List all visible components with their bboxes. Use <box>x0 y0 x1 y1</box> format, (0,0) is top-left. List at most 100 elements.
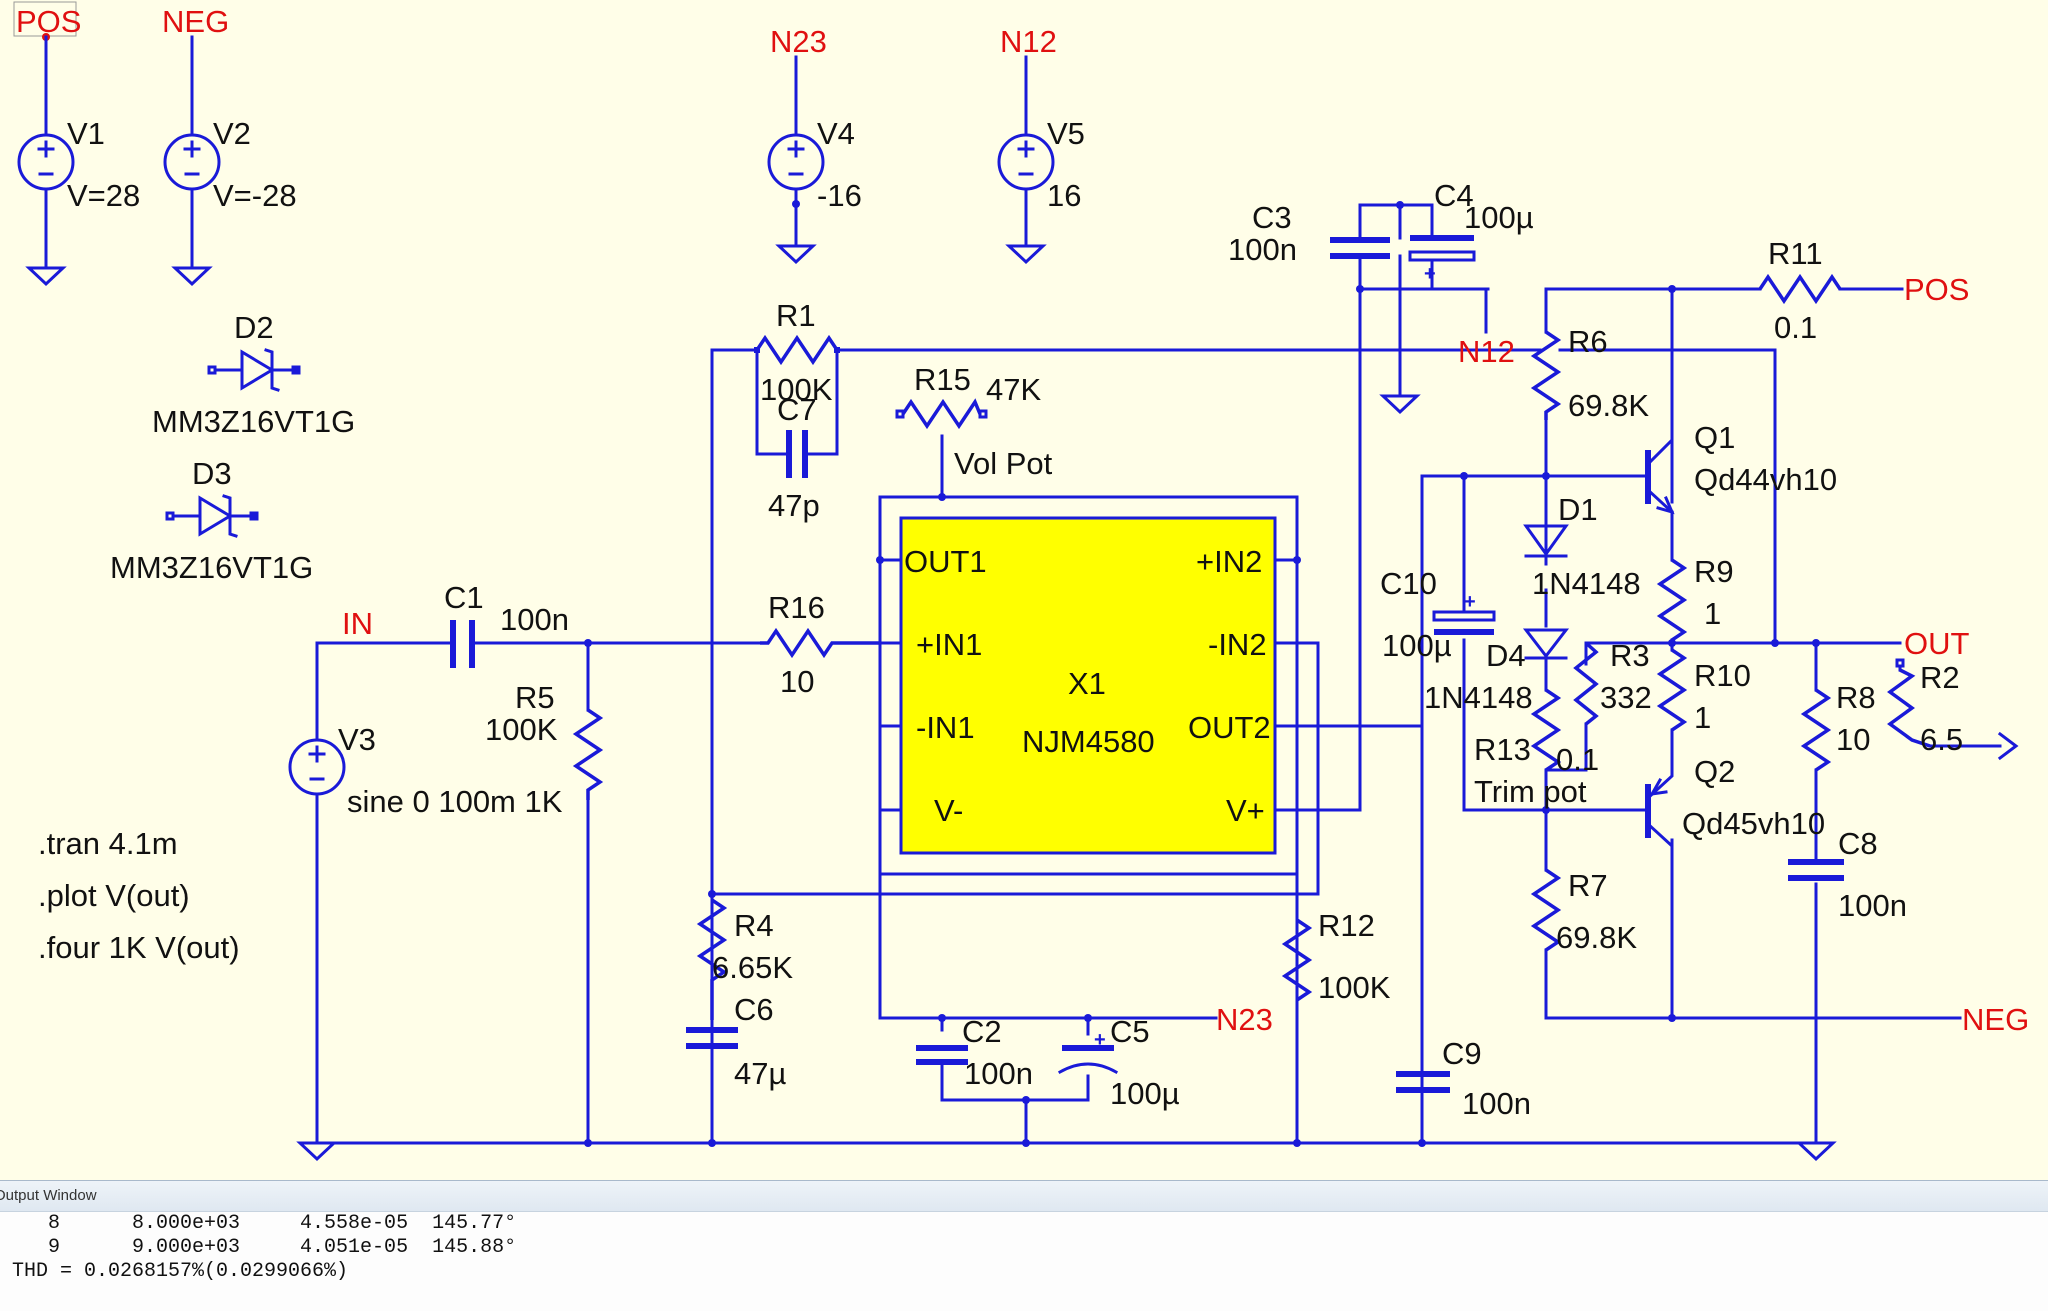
directive-four[interactable]: .four 1K V(out) <box>38 930 240 965</box>
r12-value: 100K <box>1318 970 1391 1005</box>
c1-capacitor[interactable]: C1 100n <box>444 580 569 668</box>
d4-diode[interactable]: D4 1N4148 <box>1424 628 1570 715</box>
x1-opamp[interactable]: OUT1 +IN1 -IN1 V- +IN2 -IN2 OUT2 V+ X1 N… <box>876 495 1424 876</box>
x1-value: NJM4580 <box>1022 724 1155 759</box>
r4-name: R4 <box>734 908 774 943</box>
svg-text:+: + <box>1424 263 1436 285</box>
v3-value: sine 0 100m 1K <box>347 784 563 819</box>
x1-pin-vneg: V- <box>934 793 963 828</box>
r3-resistor[interactable]: R3 332 <box>1573 638 1652 726</box>
net-label-neg: NEG <box>162 4 229 39</box>
q1-value: Qd44vh10 <box>1694 462 1837 497</box>
c3-name: C3 <box>1252 200 1292 235</box>
r11-resistor[interactable]: R11 0.1 <box>1758 236 1842 345</box>
r6-resistor[interactable]: R6 69.8K <box>1530 324 1649 423</box>
r6-name: R6 <box>1568 324 1608 359</box>
c2-c5-wiring <box>938 1014 1092 1145</box>
r13-name: R13 <box>1474 732 1531 767</box>
r5-name: R5 <box>515 680 555 715</box>
d1-name: D1 <box>1558 492 1598 527</box>
q2-value: Qd45vh10 <box>1682 806 1825 841</box>
r16-resistor[interactable]: R16 10 <box>760 590 880 699</box>
r2-name: R2 <box>1920 660 1960 695</box>
c5-capacitor[interactable]: + C5 100µ <box>1057 1014 1180 1111</box>
svg-text:+: + <box>1464 591 1476 613</box>
r5-value: 100K <box>485 712 558 747</box>
r15-name: R15 <box>914 362 971 397</box>
r12-resistor[interactable]: R12 100K <box>1281 908 1391 1005</box>
r7-value: 69.8K <box>1556 920 1637 955</box>
d1-value: 1N4148 <box>1532 566 1641 601</box>
r4-resistor[interactable]: R4 6.65K <box>696 898 793 1020</box>
r13-resistor[interactable]: R13 0.1 Trim pot <box>1474 688 1599 809</box>
r12-name: R12 <box>1318 908 1375 943</box>
r8-resistor[interactable]: R8 10 <box>1800 680 1876 772</box>
output-window[interactable]: Output Window 8 8.000e+03 4.558e-05 145.… <box>0 1180 2048 1311</box>
net-label-n23: N23 <box>1216 1002 1273 1037</box>
d1-diode[interactable]: D1 1N4148 <box>1523 492 1641 601</box>
output-line: 9 9.000e+03 4.051e-05 145.88° <box>12 1236 517 1259</box>
r7-name: R7 <box>1568 868 1608 903</box>
d4-value: 1N4148 <box>1424 680 1533 715</box>
directive-tran[interactable]: .tran 4.1m <box>38 826 178 861</box>
q2-transistor[interactable]: Q2 Qd45vh10 <box>1645 754 1825 850</box>
c6-capacitor[interactable]: C6 47µ <box>686 992 786 1091</box>
c3-c4-wiring <box>1356 201 1488 414</box>
net-label-in: IN <box>342 606 373 641</box>
c7-capacitor[interactable]: C7 47p <box>755 348 839 523</box>
r9-value: 1 <box>1704 596 1721 631</box>
c8-capacitor[interactable]: C8 100n <box>1788 826 1907 923</box>
net-label-n12-top: N12 <box>1000 24 1057 59</box>
schematic-canvas[interactable]: POS V1 V=28 NEG V2 V=-28 N23 V4 -16 N12 … <box>0 0 2048 1180</box>
r1-resistor[interactable]: R1 100K <box>754 298 840 407</box>
c3-capacitor[interactable]: C3 100n <box>1228 200 1390 267</box>
c1-name: C1 <box>444 580 484 615</box>
d2-name: D2 <box>234 310 274 345</box>
output-thd-line: THD = 0.0268157%(0.0299066%) <box>12 1260 349 1283</box>
c9-capacitor[interactable]: C9 100n <box>1396 1036 1531 1121</box>
q1-name: Q1 <box>1694 420 1735 455</box>
r9-resistor[interactable]: R9 1 <box>1656 554 1734 642</box>
output-stage-wiring <box>1420 285 2019 1145</box>
r5-resistor[interactable]: R5 100K <box>485 680 604 800</box>
c5-value: 100µ <box>1110 1076 1180 1111</box>
r1-value: 100K <box>760 372 833 407</box>
c10-name: C10 <box>1380 566 1437 601</box>
v2-name: V2 <box>213 116 251 151</box>
r11-value: 0.1 <box>1774 310 1817 345</box>
x1-pin-in2p: +IN2 <box>1196 544 1262 579</box>
directive-plot[interactable]: .plot V(out) <box>38 878 190 913</box>
x1-pin-out1: OUT1 <box>904 544 987 579</box>
v5-source[interactable]: N12 V5 16 <box>997 24 1085 264</box>
r15-resistor[interactable]: R15 47K Vol Pot <box>895 362 1053 501</box>
r7-resistor[interactable]: R7 69.8K <box>1530 868 1637 955</box>
c4-capacitor[interactable]: + C4 100µ <box>1408 178 1534 285</box>
net-label-n12: N12 <box>1458 334 1515 369</box>
v4-source[interactable]: N23 V4 -16 <box>767 24 862 264</box>
c10-capacitor[interactable]: + C10 100µ <box>1380 566 1496 663</box>
c2-capacitor[interactable]: C2 100n <box>916 1014 1033 1091</box>
r2-value: 6.5 <box>1920 722 1963 757</box>
r13-value: 0.1 <box>1556 742 1599 777</box>
net-label-pos: POS <box>16 4 81 39</box>
r8-name: R8 <box>1836 680 1876 715</box>
r1-name: R1 <box>776 298 816 333</box>
x1-pin-in1n: -IN1 <box>916 710 975 745</box>
r8-value: 10 <box>1836 722 1870 757</box>
v1-source[interactable]: POS V1 V=28 <box>13 1 140 286</box>
r10-resistor[interactable]: R10 1 <box>1656 648 1751 735</box>
q1-transistor[interactable]: Q1 Qd44vh10 <box>1645 287 1837 515</box>
d2-zener[interactable]: D2 MM3Z16VT1G <box>152 310 355 439</box>
v3-source[interactable]: V3 sine 0 100m 1K <box>288 722 563 819</box>
svg-text:+: + <box>1094 1029 1106 1051</box>
r2-resistor[interactable]: R2 6.5 <box>1887 660 1963 757</box>
r3-value: 332 <box>1600 680 1652 715</box>
v5-value: 16 <box>1047 178 1081 213</box>
v3-name: V3 <box>338 722 376 757</box>
r6-value: 69.8K <box>1568 388 1649 423</box>
d3-zener[interactable]: D3 MM3Z16VT1G <box>110 456 313 585</box>
v2-source[interactable]: NEG V2 V=-28 <box>162 4 297 286</box>
x1-pin-in1p: +IN1 <box>916 627 982 662</box>
r9-name: R9 <box>1694 554 1734 589</box>
c8-value: 100n <box>1838 888 1907 923</box>
